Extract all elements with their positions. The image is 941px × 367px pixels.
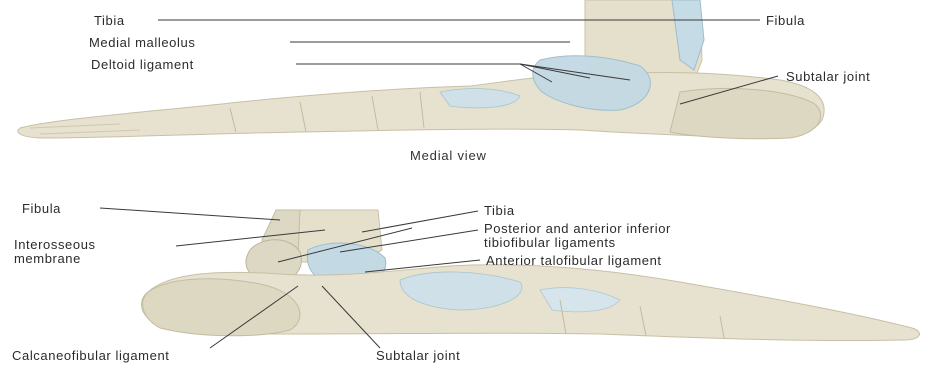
label-tibia-medial: Tibia	[94, 14, 125, 27]
label-interosseous-line1: Interosseous	[14, 238, 96, 251]
label-tibiofibular-line1: Posterior and anterior inferior	[484, 222, 671, 235]
caption-medial-view: Medial view	[410, 148, 487, 163]
label-subtalar-joint-lateral: Subtalar joint	[376, 349, 460, 362]
label-fibula-medial: Fibula	[766, 14, 805, 27]
label-calcaneofibular: Calcaneofibular ligament	[12, 349, 169, 362]
label-tibiofibular-line2: tibiofibular ligaments	[484, 236, 616, 249]
label-medial-malleolus: Medial malleolus	[89, 36, 195, 49]
label-subtalar-joint-medial: Subtalar joint	[786, 70, 870, 83]
label-interosseous-line2: membrane	[14, 252, 81, 265]
label-tibia-lateral: Tibia	[484, 204, 515, 217]
leader-fibula-lateral	[100, 208, 280, 220]
label-deltoid-ligament: Deltoid ligament	[91, 58, 194, 71]
label-anterior-talofibular: Anterior talofibular ligament	[486, 254, 662, 267]
label-fibula-lateral: Fibula	[22, 202, 61, 215]
